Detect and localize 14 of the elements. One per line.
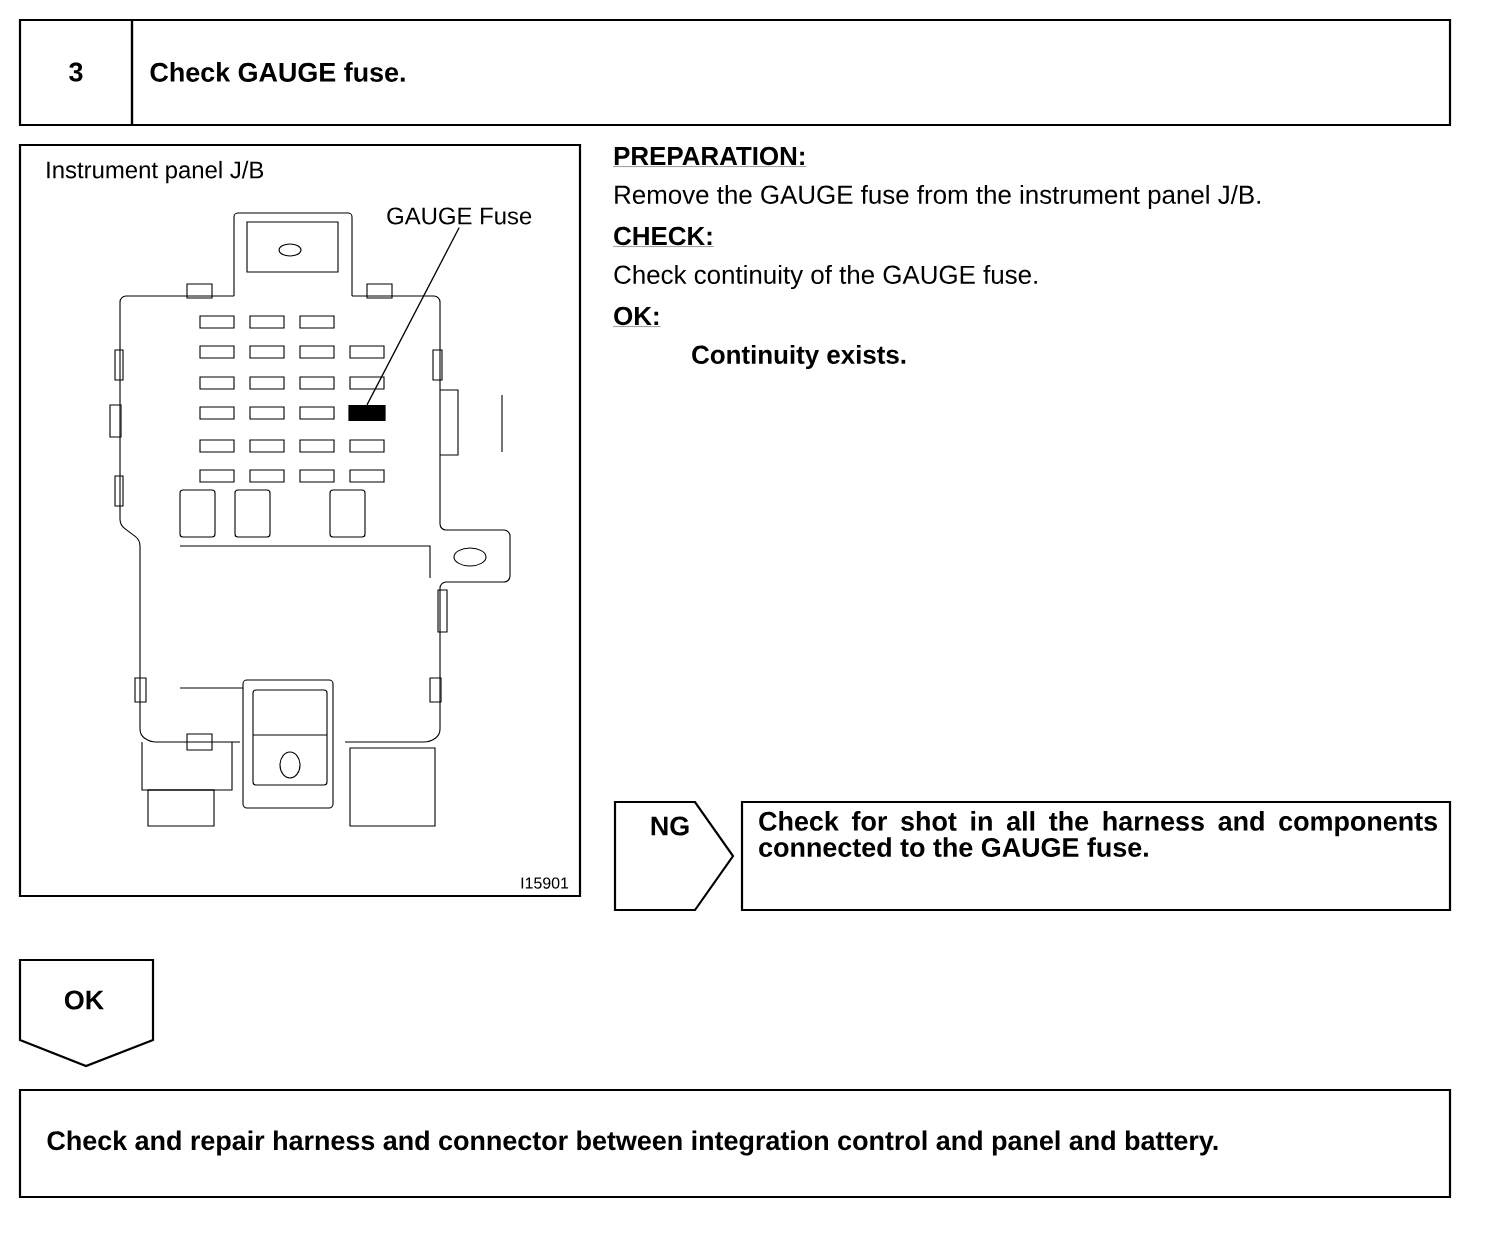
callout-text: GAUGE Fuse bbox=[387, 207, 532, 225]
section-heading: PREPARATION: bbox=[612, 146, 807, 167]
instruction-text: Check continuity of the GAUGE fuse. bbox=[614, 264, 1037, 290]
result-text: Continuity exists. bbox=[692, 344, 906, 370]
step-title-box: Check GAUGE fuse. bbox=[130, 18, 1452, 127]
leader-line bbox=[366, 226, 460, 406]
section-heading: OK: bbox=[612, 306, 661, 327]
figure-code: I15901 bbox=[521, 877, 569, 889]
fuse bbox=[348, 404, 386, 422]
section-heading: CHECK: bbox=[612, 226, 715, 247]
instruction-text: Remove the GAUGE fuse from the instrument panel J/B. bbox=[615, 184, 1260, 210]
action-box: Check and repair harness and connector between integration control and panel and battery. bbox=[18, 1088, 1452, 1199]
step-number-box: 3 bbox=[18, 18, 134, 127]
result-box: Check for shot in all the harness and components connected to the GAUGE fuse. bbox=[740, 800, 1452, 912]
